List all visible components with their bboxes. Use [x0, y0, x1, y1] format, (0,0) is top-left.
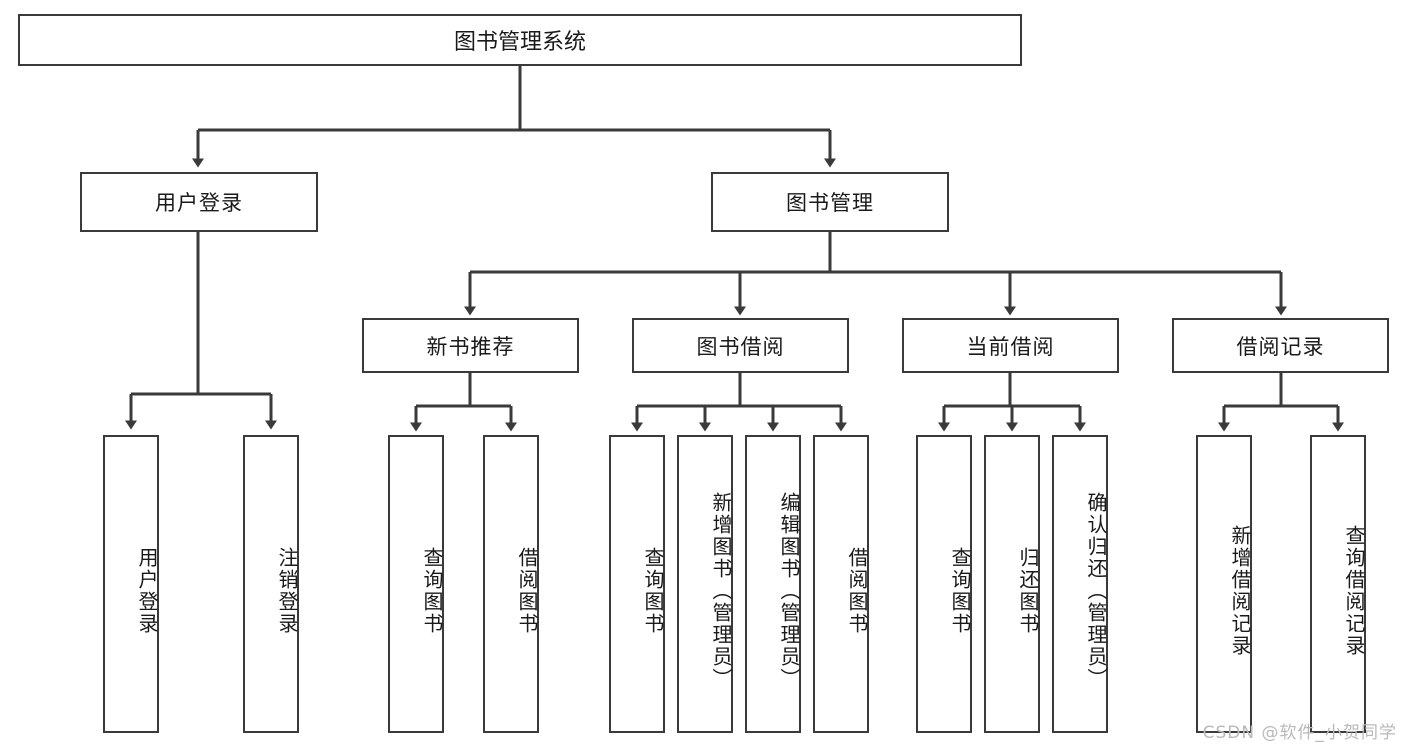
leaf-query-record-label: 查询借阅记录 — [1342, 525, 1366, 657]
node-book-manage-label: 图书管理 — [786, 191, 874, 215]
leaf-query-record[interactable]: 查询借阅记录 — [1310, 435, 1366, 733]
node-borrow-record-label: 借阅记录 — [1236, 334, 1325, 359]
leaf-add-record[interactable]: 新增借阅记录 — [1196, 435, 1252, 733]
node-user-login-label: 用户登录 — [155, 191, 243, 215]
node-book-manage[interactable]: 图书管理 — [711, 172, 949, 232]
watermark: CSDN @软件_小贺同学 — [1202, 723, 1397, 743]
leaf-return-book-label: 归还图书 — [1016, 547, 1040, 635]
leaf-user-login[interactable]: 用户登录 — [103, 435, 159, 733]
leaf-edit-book-label: 编辑图书（管理员） — [777, 492, 801, 690]
leaf-add-record-label: 新增借阅记录 — [1228, 525, 1252, 657]
leaf-borrow-book-2-label: 借阅图书 — [845, 547, 869, 635]
node-book-borrow-label: 图书借阅 — [696, 334, 785, 359]
leaf-add-book-label: 新增图书（管理员） — [709, 492, 733, 690]
leaf-borrow-book-1[interactable]: 借阅图书 — [483, 435, 539, 733]
leaf-confirm-return-label: 确认归还（管理员） — [1084, 492, 1108, 690]
leaf-logout-label: 注销登录 — [275, 547, 299, 635]
node-root-label: 图书管理系统 — [453, 30, 586, 55]
leaf-borrow-book-2[interactable]: 借阅图书 — [813, 435, 869, 733]
leaf-confirm-return[interactable]: 确认归还（管理员） — [1052, 435, 1108, 733]
leaf-user-login-label: 用户登录 — [135, 547, 159, 635]
leaf-query-book-2-label: 查询图书 — [641, 547, 665, 635]
node-book-borrow[interactable]: 图书借阅 — [632, 318, 849, 373]
node-current-borrow-label: 当前借阅 — [966, 334, 1055, 359]
leaf-return-book[interactable]: 归还图书 — [984, 435, 1040, 733]
leaf-query-book-2[interactable]: 查询图书 — [609, 435, 665, 733]
node-current-borrow[interactable]: 当前借阅 — [902, 318, 1119, 373]
node-new-book-rec[interactable]: 新书推荐 — [362, 318, 579, 373]
leaf-query-book-1-label: 查询图书 — [420, 547, 444, 635]
node-user-login[interactable]: 用户登录 — [80, 172, 318, 232]
node-borrow-record[interactable]: 借阅记录 — [1172, 318, 1389, 373]
leaf-logout[interactable]: 注销登录 — [243, 435, 299, 733]
leaf-query-book-3-label: 查询图书 — [948, 547, 972, 635]
leaf-add-book[interactable]: 新增图书（管理员） — [677, 435, 733, 733]
node-root[interactable]: 图书管理系统 — [18, 14, 1022, 66]
leaf-edit-book[interactable]: 编辑图书（管理员） — [745, 435, 801, 733]
node-new-book-rec-label: 新书推荐 — [426, 334, 515, 359]
leaf-borrow-book-1-label: 借阅图书 — [515, 547, 539, 635]
leaf-query-book-3[interactable]: 查询图书 — [916, 435, 972, 733]
leaf-query-book-1[interactable]: 查询图书 — [388, 435, 444, 733]
